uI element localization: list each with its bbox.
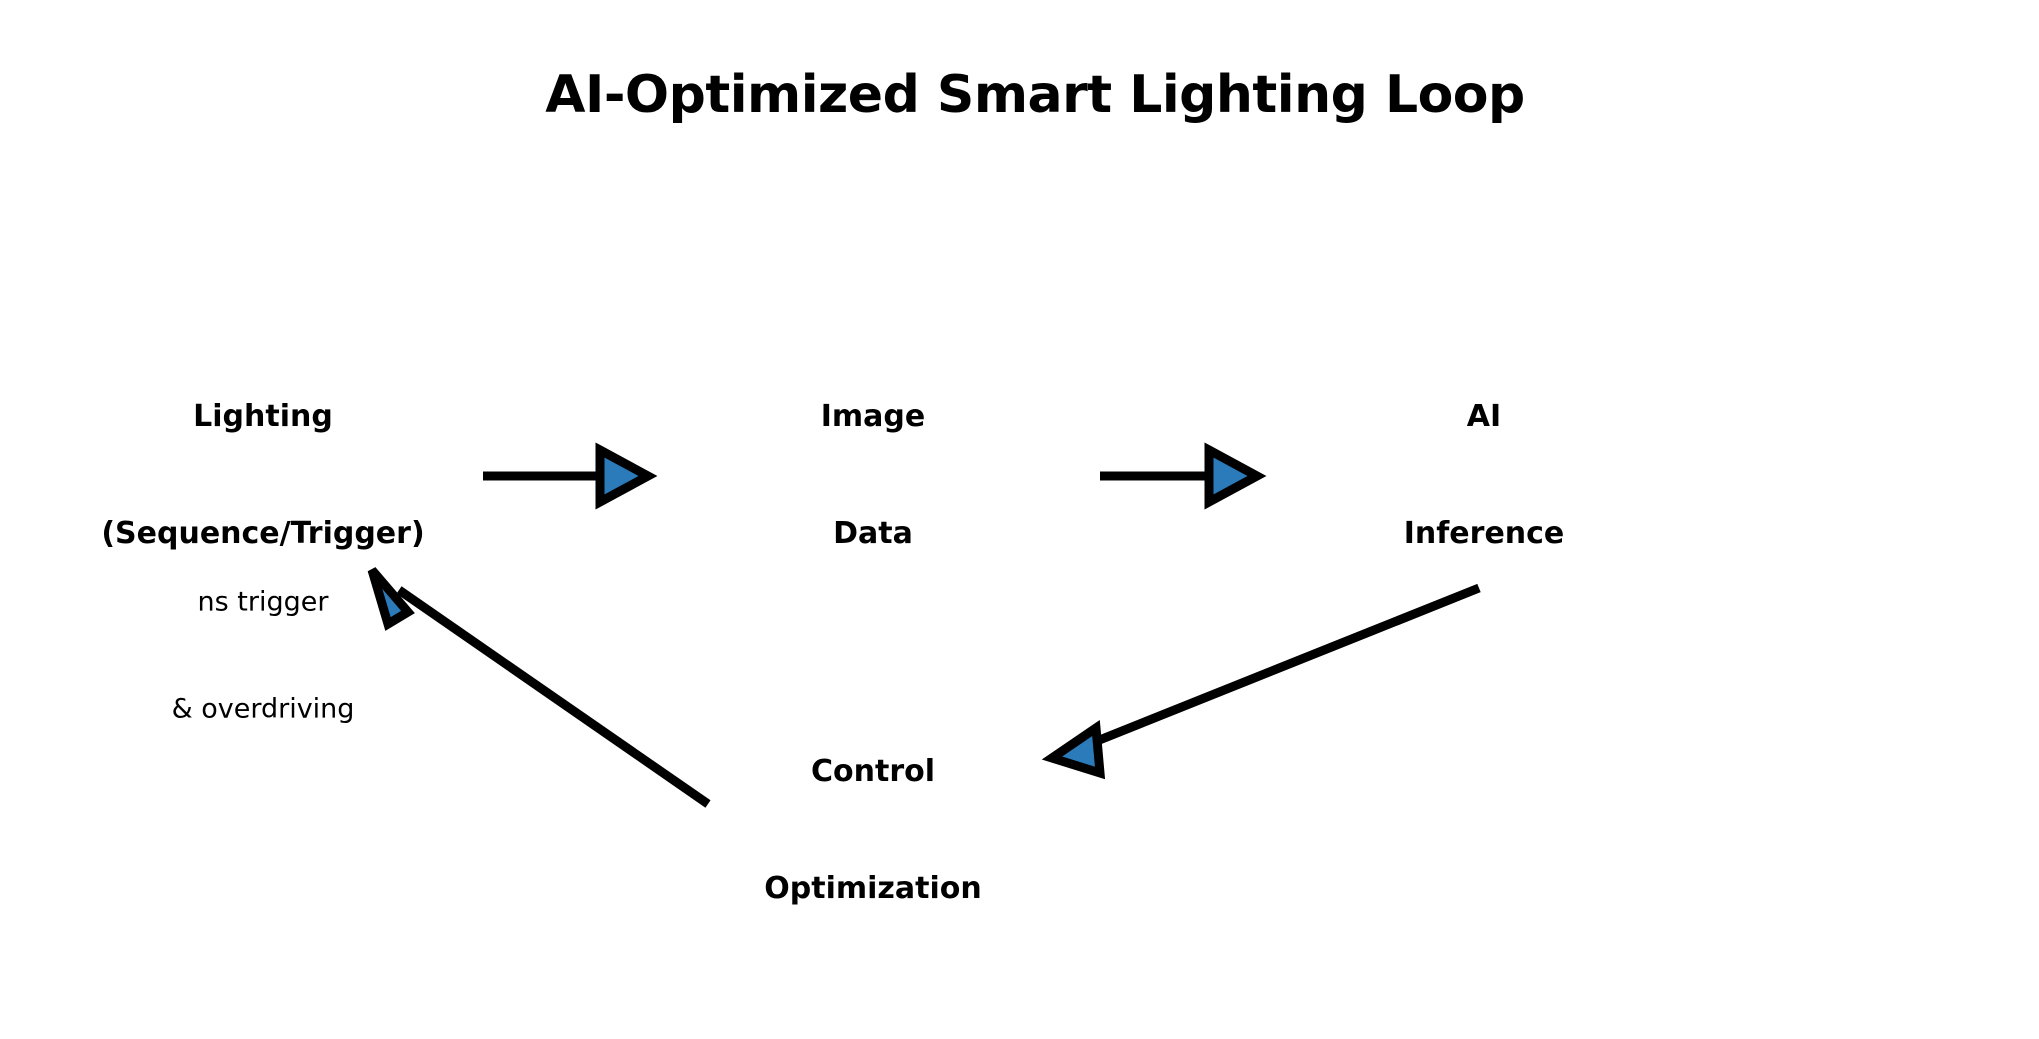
arrowhead-icon [595, 442, 658, 510]
edge-label-ns-trigger-line1: ns trigger [197, 586, 329, 618]
node-image-data-line2: Data [833, 516, 913, 551]
arrowhead-icon [1041, 719, 1106, 780]
page-title: AI-Optimized Smart Lighting Loop [545, 65, 1525, 125]
node-lighting-line2: (Sequence/Trigger) [101, 516, 425, 551]
node-control-optimization-line2: Optimization [764, 871, 982, 906]
edge-line [396, 586, 711, 808]
edge-label-ns-trigger-line2: & overdriving [171, 693, 355, 725]
edge-label-ns-trigger: ns trigger & overdriving [172, 514, 355, 799]
node-image-data: Image Data [821, 319, 926, 631]
node-control-optimization-line1: Control [810, 754, 936, 789]
arrowhead-icon [1204, 442, 1267, 510]
edge-lighting-to-image-data [483, 442, 658, 510]
edge-image-data-to-ai-inference [1100, 442, 1267, 510]
node-ai-inference: AI Inference [1404, 319, 1565, 631]
node-image-data-line1: Image [820, 399, 926, 434]
node-lighting: Lighting (Sequence/Trigger) [101, 319, 424, 631]
node-control-optimization: Control Optimization [764, 674, 981, 986]
node-lighting-line1: Lighting [193, 399, 333, 434]
node-ai-inference-line1: AI [1466, 399, 1502, 434]
node-ai-inference-line2: Inference [1403, 516, 1565, 551]
